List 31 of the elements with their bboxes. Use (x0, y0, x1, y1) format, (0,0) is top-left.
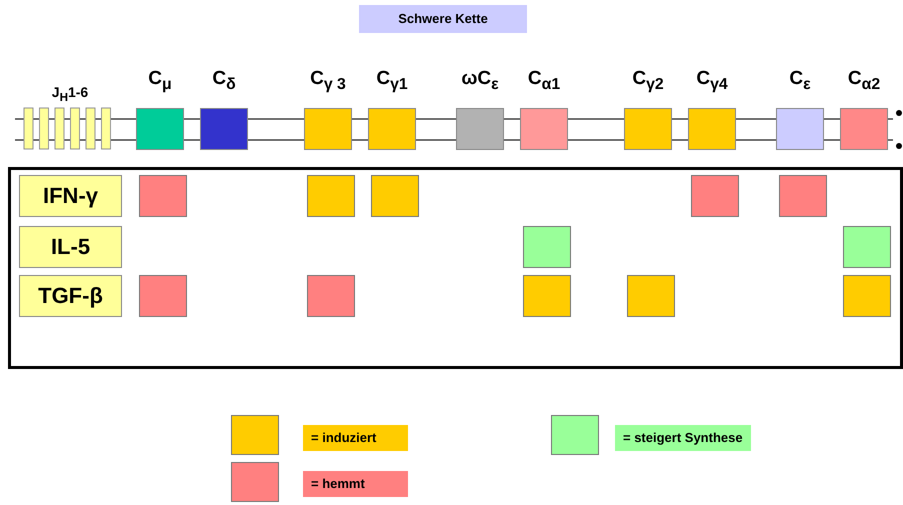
effect-square (523, 275, 571, 317)
gene-label: C$_{μ}$ (147, 68, 173, 94)
matrix-frame (8, 167, 903, 369)
gene-label: C$_{ε}$ (788, 68, 812, 94)
gene-label: C$_{γ 3}$ (309, 68, 347, 94)
gene-label: C$_{γ4}$ (695, 68, 729, 94)
effect-square (627, 275, 675, 317)
effect-square (691, 175, 739, 217)
effect-square (843, 275, 891, 317)
effect-square (779, 175, 827, 217)
effect-square (307, 275, 355, 317)
gene-label: C$_{α2}$ (846, 68, 882, 94)
effect-square (371, 175, 419, 217)
legend-label: = induziert (303, 425, 408, 451)
cytokine-label: IFN-γ (19, 175, 122, 217)
gene-label: C$_{δ}$ (211, 68, 237, 94)
effect-square (307, 175, 355, 217)
gene-label: C$_{γ1}$ (375, 68, 409, 94)
effect-square (139, 175, 187, 217)
effect-square (843, 226, 891, 268)
effect-square (523, 226, 571, 268)
legend-label: = steigert Synthese (615, 425, 751, 451)
cytokine-label: TGF-β (19, 275, 122, 317)
title-band: Schwere Kette (359, 5, 527, 33)
gene-label: ωC$_{ε}$ (460, 68, 500, 94)
gene-label: C$_{γ2}$ (631, 68, 665, 94)
cytokine-label: IL-5 (19, 226, 122, 268)
gene-label: C$_{α1}$ (526, 68, 562, 94)
gene-label: J$_{H}$1-6 (50, 84, 90, 104)
effect-square (139, 275, 187, 317)
legend-label: = hemmt (303, 471, 408, 497)
